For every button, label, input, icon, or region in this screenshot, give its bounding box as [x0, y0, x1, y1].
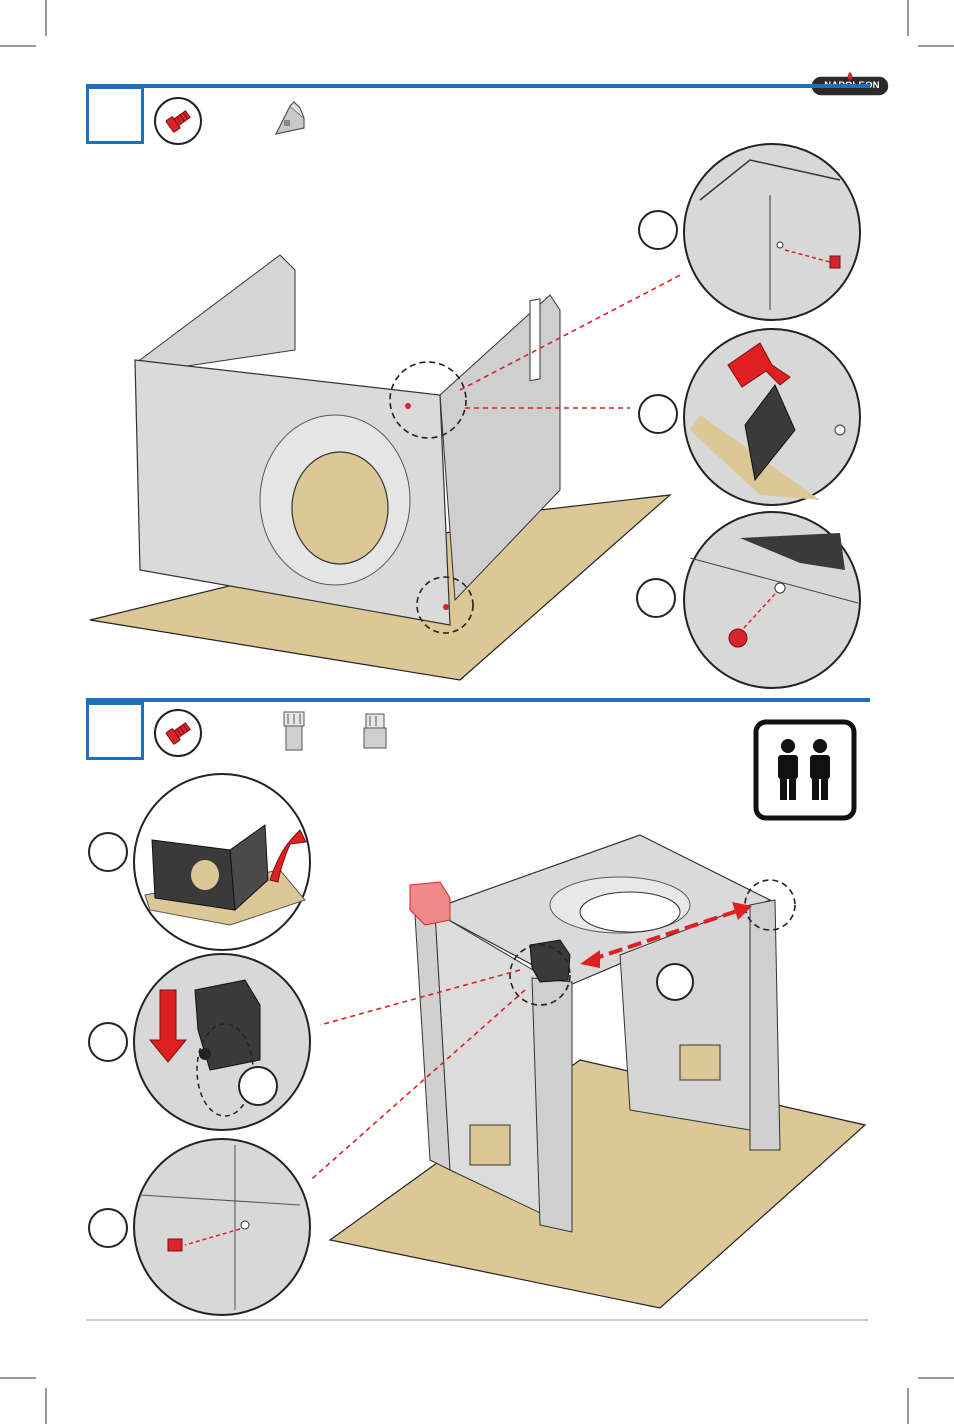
leveling-foot-alt-icon	[363, 713, 387, 749]
step-b-number-box	[86, 702, 144, 760]
step-a-callout-2	[638, 394, 678, 434]
step-a-detail-2	[683, 328, 861, 506]
step-a-callout-1	[638, 210, 678, 250]
step-b-callout-2	[88, 1022, 128, 1062]
step-b-rule	[86, 698, 870, 702]
step-b-number	[89, 705, 141, 757]
step-a-number	[89, 89, 141, 141]
step-b-detail-1	[133, 773, 311, 951]
step-a-number-box	[86, 86, 144, 144]
red-screw-icon	[154, 709, 202, 757]
step-b-callout-2b	[238, 1066, 278, 1106]
step-b-callout-3	[88, 1208, 128, 1248]
step-b-callout-1	[88, 832, 128, 872]
step-a-callout-3	[636, 578, 676, 618]
corner-bracket-icon	[274, 101, 305, 135]
step-a-cabinet-illustration	[89, 254, 680, 681]
step-b-detail-3	[133, 1138, 311, 1316]
leveling-foot-icon	[283, 711, 305, 751]
two-person-lift-icon	[753, 719, 857, 821]
step-b-frame-illustration	[310, 834, 867, 1309]
red-screw-icon	[154, 97, 202, 145]
step-a-detail-1	[683, 143, 861, 321]
step-a-detail-3	[683, 511, 861, 689]
step-a-rule	[86, 84, 870, 88]
step-b-detail-2	[133, 953, 311, 1131]
